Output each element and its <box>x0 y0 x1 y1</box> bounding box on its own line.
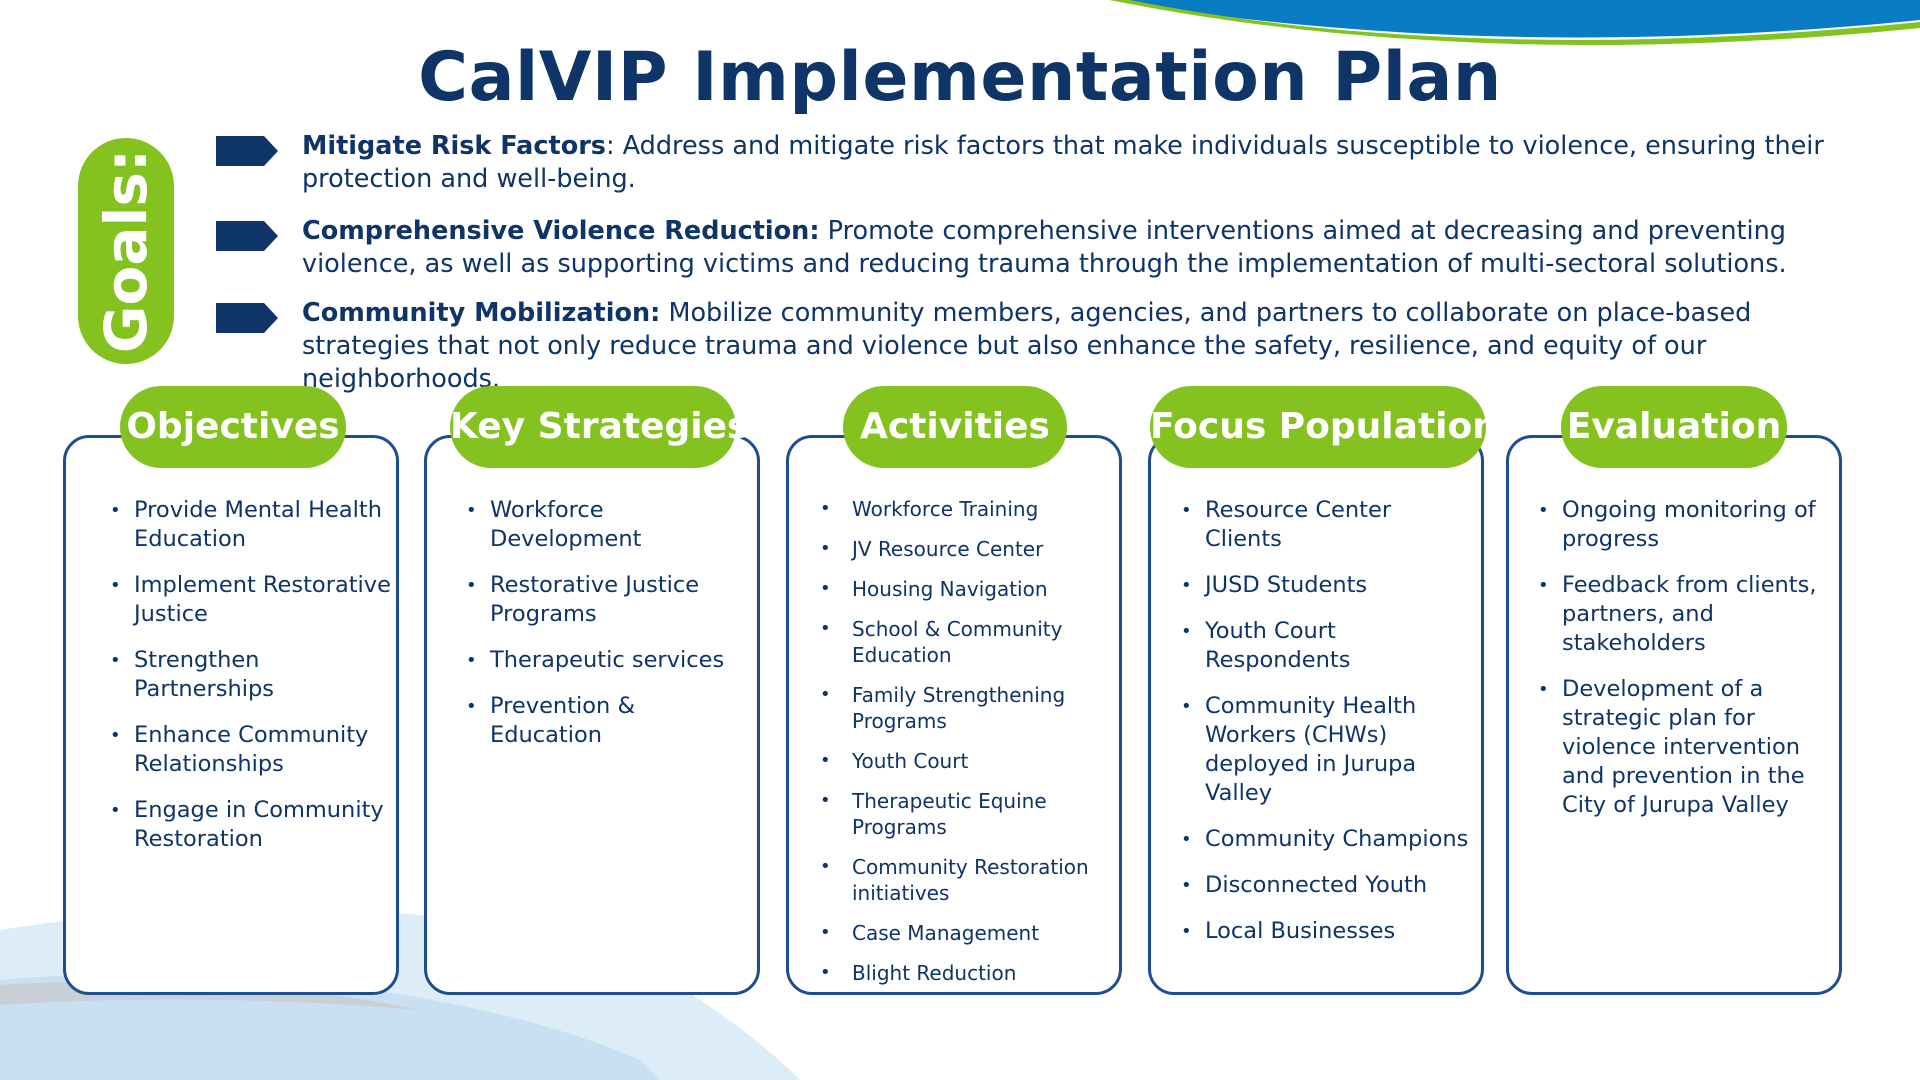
goal-text: Comprehensive Violence Reduction: Promot… <box>302 215 1876 281</box>
goal-text: Mitigate Risk Factors: Address and mitig… <box>302 130 1876 196</box>
focus-population-list: Resource Center Clients JUSD Students Yo… <box>1181 496 1471 963</box>
goal-title: Community Mobilization: <box>302 298 661 328</box>
list-item: Blight Reduction <box>820 960 1120 986</box>
list-item: Implement Restorative Justice <box>110 571 400 629</box>
objectives-heading: Objectives <box>120 386 346 468</box>
evaluation-heading: Evaluation <box>1561 386 1787 468</box>
key-strategies-list: Workforce Development Restorative Justic… <box>466 496 746 767</box>
list-item: Prevention & Education <box>466 692 746 750</box>
arrow-icon <box>216 136 278 166</box>
list-item: Local Businesses <box>1181 917 1471 946</box>
goal-title: Comprehensive Violence Reduction: <box>302 216 820 246</box>
list-item: Ongoing monitoring of progress <box>1538 496 1828 554</box>
list-item: Strengthen Partnerships <box>110 646 400 704</box>
page-title: CalVIP Implementation Plan <box>418 38 1502 117</box>
list-item: JUSD Students <box>1181 571 1471 600</box>
goal-text: Community Mobilization: Mobilize communi… <box>302 297 1876 396</box>
arrow-icon <box>216 303 278 333</box>
list-item: Restorative Justice Programs <box>466 571 746 629</box>
goals-badge: Goals: <box>78 138 174 364</box>
focus-population-heading: Focus Population <box>1150 386 1498 468</box>
objectives-list: Provide Mental Health Education Implemen… <box>110 496 400 871</box>
goal-description: Mobilize community members, agencies, an… <box>302 298 1752 394</box>
goals-label: Goals: <box>92 148 160 354</box>
list-item: JV Resource Center <box>820 536 1120 562</box>
list-item: Housing Navigation <box>820 576 1120 602</box>
list-item: Community Health Workers (CHWs) deployed… <box>1181 692 1471 808</box>
goal-description: : Address and mitigate risk factors that… <box>302 131 1824 194</box>
list-item: School & Community Education <box>820 616 1120 668</box>
list-item: Youth Court Respondents <box>1181 617 1471 675</box>
arrow-icon <box>216 221 278 251</box>
activities-heading: Activities <box>843 386 1067 468</box>
key-strategies-heading: Key Strategies <box>450 386 748 468</box>
list-item: Engage in Community Restoration <box>110 796 400 854</box>
list-item: Workforce Training <box>820 496 1120 522</box>
list-item: Community Restoration initiatives <box>820 854 1120 906</box>
evaluation-list: Ongoing monitoring of progress Feedback … <box>1538 496 1828 837</box>
list-item: Youth Court <box>820 748 1120 774</box>
list-item: Feedback from clients, partners, and sta… <box>1538 571 1828 658</box>
activities-list: Workforce Training JV Resource Center Ho… <box>820 496 1120 1000</box>
list-item: Family Strengthening Programs <box>820 682 1120 734</box>
list-item: Resource Center Clients <box>1181 496 1471 554</box>
list-item: Provide Mental Health Education <box>110 496 400 554</box>
list-item: Case Management <box>820 920 1120 946</box>
top-right-wave-blue <box>1110 0 1920 38</box>
list-item: Therapeutic services <box>466 646 746 675</box>
list-item: Enhance Community Relationships <box>110 721 400 779</box>
goal-title: Mitigate Risk Factors <box>302 131 606 161</box>
list-item: Disconnected Youth <box>1181 871 1471 900</box>
list-item: Community Champions <box>1181 825 1471 854</box>
goal-description: Promote comprehensive interventions aime… <box>302 216 1787 279</box>
list-item: Therapeutic Equine Programs <box>820 788 1120 840</box>
list-item: Development of a strategic plan for viol… <box>1538 675 1828 820</box>
list-item: Workforce Development <box>466 496 746 554</box>
